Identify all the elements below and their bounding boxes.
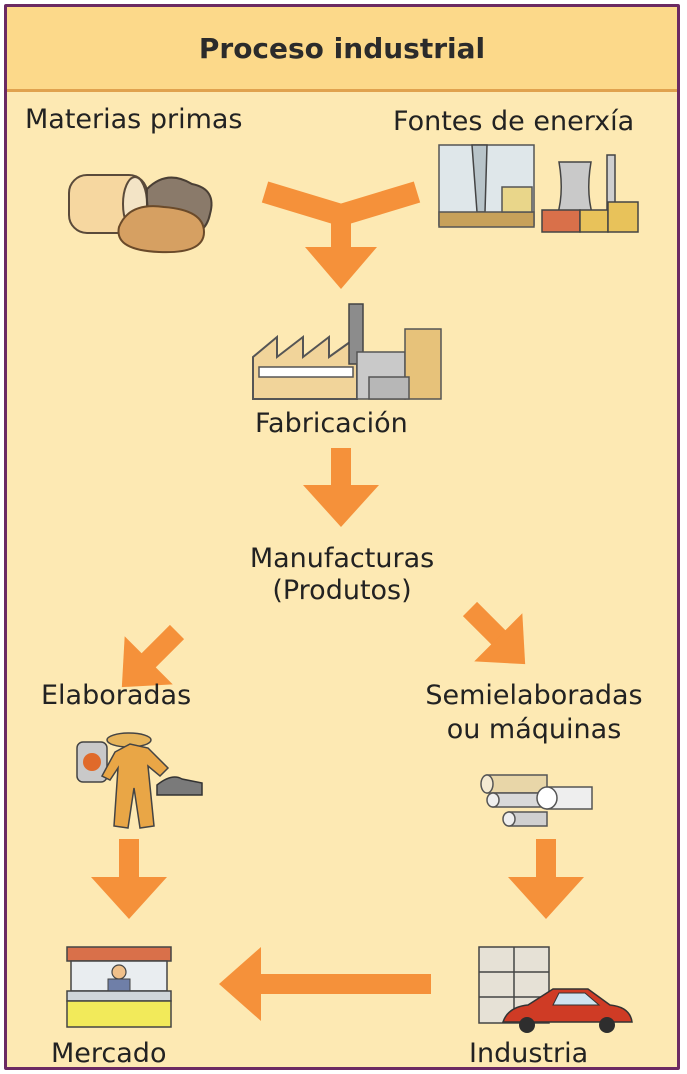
diagram-title: Proceso industrial (198, 31, 486, 65)
node-industry: Industria (469, 1038, 589, 1069)
finished-goods-icon (76, 732, 203, 829)
title-bar: Proceso industrial (7, 7, 677, 92)
node-market: Mercado (51, 1038, 167, 1069)
arrow-to-semi (462, 601, 526, 665)
arrow-to-market (91, 839, 167, 919)
arrow-to-industry (508, 839, 584, 919)
semi-finished-icon (480, 774, 593, 827)
node-products-line2: (Produtos) (272, 575, 412, 606)
node-finished: Elaboradas (41, 680, 192, 711)
arrow-to-products (303, 448, 379, 527)
raw-materials-icon (68, 174, 213, 254)
industry-icon (478, 946, 633, 1033)
node-semi-line2: ou máquinas (446, 714, 622, 745)
node-raw-materials: Materias primas (25, 104, 243, 135)
diagram-artwork (66, 144, 639, 1033)
market-icon (66, 946, 172, 1028)
node-energy-sources: Fontes de enerxía (393, 106, 635, 137)
node-semi-line1: Semielaboradas (425, 680, 643, 711)
node-products-line1: Manufacturas (249, 543, 435, 574)
node-manufacturing: Fabricación (255, 408, 408, 439)
arrow-industry-to-market (219, 947, 431, 1021)
diagram-panel: Proceso industrial (4, 4, 680, 1070)
merge-arrow (261, 181, 421, 289)
factory-icon (252, 303, 442, 400)
energy-sources-icon (438, 144, 639, 233)
arrow-to-finished (121, 624, 185, 688)
